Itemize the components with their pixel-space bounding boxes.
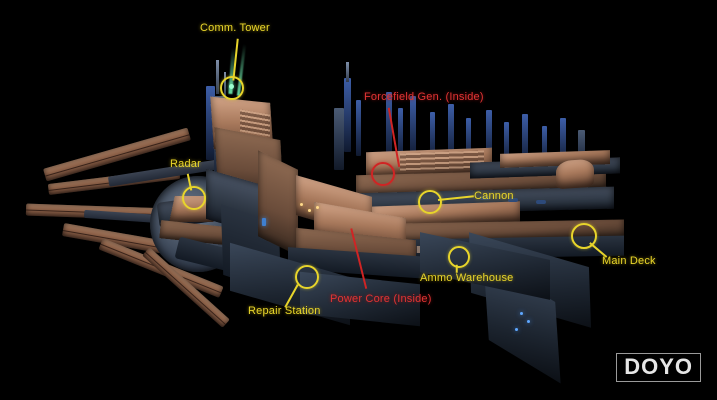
marker-circle-forcefield-gen[interactable] [371, 162, 395, 186]
label-ammo-warehouse[interactable]: Ammo Warehouse [420, 272, 514, 284]
marker-circle-repair-station[interactable] [295, 265, 319, 289]
label-repair-station[interactable]: Repair Station [248, 305, 321, 317]
label-main-deck[interactable]: Main Deck [602, 255, 656, 267]
doyo-watermark: DOYO [616, 353, 701, 382]
label-power-core[interactable]: Power Core (Inside) [330, 293, 432, 305]
marker-circle-cannon[interactable] [418, 190, 442, 214]
label-radar[interactable]: Radar [170, 158, 201, 170]
marker-circle-ammo-warehouse[interactable] [448, 246, 470, 268]
marker-circle-radar[interactable] [182, 186, 206, 210]
label-forcefield-gen[interactable]: Forcefield Gen. (Inside) [364, 91, 484, 103]
marker-circle-main-deck[interactable] [571, 223, 597, 249]
label-comm-tower[interactable]: Comm. Tower [200, 22, 270, 34]
label-cannon[interactable]: Cannon [474, 190, 514, 202]
marker-circle-comm-tower[interactable] [220, 76, 244, 100]
